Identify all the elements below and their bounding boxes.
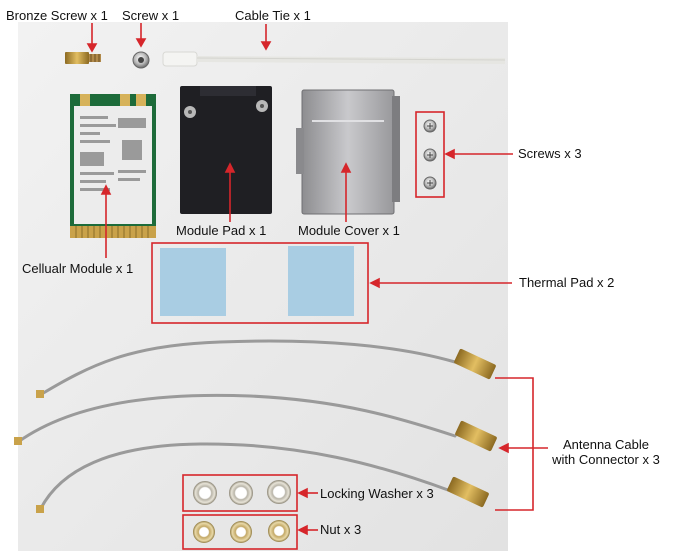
antenna-cable-label-line1: Antenna Cable <box>562 437 649 452</box>
module-pad-label: Module Pad x 1 <box>176 223 267 238</box>
thermal-pad-callout-box <box>151 242 369 324</box>
thermal-pad-label: Thermal Pad x 2 <box>519 275 615 290</box>
antenna-connectors <box>14 348 497 513</box>
cellular-module-label: Cellualr Module x 1 <box>22 261 134 276</box>
screw-label: Screw x 1 <box>122 8 180 23</box>
module-cover-label: Module Cover x 1 <box>298 223 400 238</box>
locking-washer-item <box>193 480 291 505</box>
thermal-pad-item <box>160 246 354 316</box>
screws-callout-box <box>415 111 445 198</box>
locking-washer-label: Locking Washer x 3 <box>320 486 434 501</box>
bronze-screw-label: Bronze Screw x 1 <box>6 8 108 23</box>
washer-callout-box <box>182 474 298 512</box>
antenna-cable-label: Antenna Cable with Connector x 3 <box>536 437 676 467</box>
cable-tie-item <box>162 51 506 67</box>
antenna-bracket <box>495 377 534 511</box>
module-cover-item <box>296 89 400 215</box>
nut-callout-box <box>182 514 298 550</box>
cellular-module-item <box>70 94 156 238</box>
screw-item <box>132 51 150 69</box>
screws-label: Screws x 3 <box>518 146 582 161</box>
module-pad-item <box>180 86 272 214</box>
nut-item <box>193 520 290 543</box>
antenna-cable-item <box>16 339 457 512</box>
nut-label: Nut x 3 <box>320 522 362 537</box>
antenna-cable-label-line2: with Connector x 3 <box>552 452 660 467</box>
bronze-screw-item <box>65 52 101 64</box>
screws-item <box>423 119 437 190</box>
cable-tie-label: Cable Tie x 1 <box>235 8 311 23</box>
